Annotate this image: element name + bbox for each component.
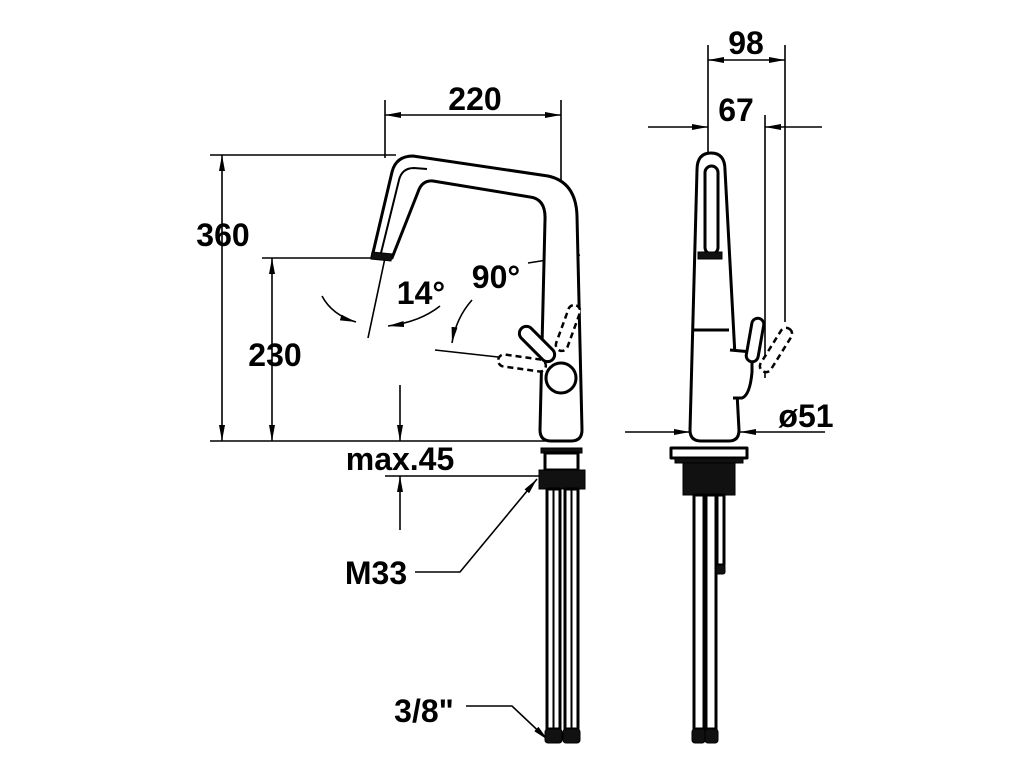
spray-head-inner-line	[380, 166, 428, 254]
angle-14-arc-left	[321, 295, 357, 323]
side-lever-connector	[729, 348, 754, 400]
side-spray-head	[703, 164, 720, 256]
side-hose-short	[715, 493, 726, 567]
angle-90-ref-line	[434, 349, 499, 358]
side-hose-left-nut	[691, 728, 706, 744]
side-view: 98 67 ø51	[625, 25, 834, 744]
faucet-body-outline	[370, 154, 584, 443]
angle-14-axis-line	[367, 257, 386, 339]
lever-handle	[517, 324, 557, 364]
side-body-outline	[688, 151, 741, 443]
angle-14-label: 14°	[397, 275, 445, 311]
side-base-flange	[669, 446, 749, 460]
lever-alt-position-right	[554, 303, 582, 353]
side-base-nut	[682, 462, 736, 496]
angle-90-label: 90°	[472, 259, 520, 295]
hose-right-nut	[562, 728, 581, 744]
base-nut	[538, 469, 586, 490]
base-collar	[543, 451, 580, 472]
side-hose-left	[692, 493, 706, 731]
side-lever-alt-position	[758, 326, 794, 374]
side-base-band	[674, 457, 744, 464]
side-hose-middle-nut	[704, 728, 719, 744]
lever-knob	[544, 361, 578, 395]
side-hose-short-end	[715, 564, 726, 575]
lever-alt-position-horizontal	[496, 353, 548, 373]
side-lever-handle	[744, 316, 766, 364]
dim-220-label: 220	[448, 81, 501, 117]
side-spray-head-cap	[697, 251, 723, 260]
dim-max45-label: max.45	[346, 441, 455, 477]
dim-230-label: 230	[248, 337, 301, 373]
dim-360-label: 360	[196, 217, 249, 253]
connection-label: 3/8"	[394, 693, 454, 729]
m33-label: M33	[345, 555, 407, 591]
dim-67-label: 67	[718, 92, 754, 128]
connection-leader	[466, 705, 549, 741]
dim-51-label: ø51	[778, 398, 833, 434]
angle-90-leader	[451, 299, 473, 344]
m33-leader	[415, 478, 538, 573]
dim-98-label: 98	[728, 25, 764, 61]
hose-left-nut	[544, 728, 563, 744]
side-hose-middle	[704, 493, 718, 731]
angle-14-arc-right	[387, 305, 441, 327]
front-view: 220 360 230 14° 90° max.45 M33 3/8"	[196, 81, 586, 744]
spray-head-outlet	[370, 251, 393, 262]
